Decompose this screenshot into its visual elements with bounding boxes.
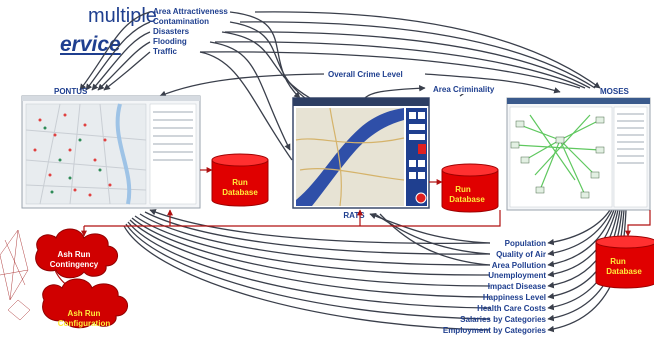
top-input-label: Flooding bbox=[153, 37, 187, 46]
db-label-1: Run bbox=[610, 257, 626, 266]
top-input-label: Disasters bbox=[153, 27, 190, 36]
cloud-ash-run-configuration: Ash Run Configuration bbox=[42, 278, 128, 329]
run-database-moses: Run Database bbox=[595, 235, 654, 289]
db-label-1: Run bbox=[455, 185, 471, 194]
rats-toolbar bbox=[406, 108, 427, 206]
heading-line-1: multiple bbox=[88, 5, 157, 27]
run-database-pontus: Run Database bbox=[211, 153, 269, 207]
bottom-output-label: Impact Disease bbox=[488, 282, 547, 291]
rats-window bbox=[292, 97, 430, 209]
rats-title: RATS bbox=[343, 211, 365, 220]
bottom-output-label: Area Pollution bbox=[492, 261, 546, 270]
run-database-rats: Run Database bbox=[441, 163, 499, 213]
top-input-label: Contamination bbox=[153, 17, 209, 26]
bottom-output-label: Quality of Air bbox=[496, 250, 546, 259]
db-label-2: Database bbox=[606, 267, 642, 276]
db-label-2: Database bbox=[222, 188, 258, 197]
top-input-label: Area Attractiveness bbox=[153, 7, 228, 16]
area-criminality-label: Area Criminality bbox=[433, 85, 495, 94]
bottom-output-label: Employment by Categories bbox=[443, 326, 547, 335]
bottom-output-label: Population bbox=[505, 239, 546, 248]
heading-line-2: ervice bbox=[60, 33, 121, 56]
cloud-configuration-line-1: Ash Run bbox=[68, 309, 101, 318]
db-label-2: Database bbox=[449, 195, 485, 204]
cloud-contingency-line-2: Contingency bbox=[50, 260, 99, 269]
bottom-output-label: Salaries by Categories bbox=[460, 315, 546, 324]
moses-title: MOSES bbox=[600, 87, 630, 96]
pontus-title: PONTUS bbox=[54, 87, 88, 96]
partial-wireframe-decoration bbox=[0, 229, 31, 321]
top-input-label: Traffic bbox=[153, 47, 178, 56]
bottom-output-label: Unemployment bbox=[488, 271, 546, 280]
overall-crime-level-label: Overall Crime Level bbox=[328, 70, 403, 79]
cloud-ash-run-contingency: Ash Run Contingency bbox=[35, 228, 118, 279]
moses-window bbox=[506, 97, 651, 211]
pontus-window bbox=[21, 95, 201, 209]
bottom-output-label: Happiness Level bbox=[483, 293, 546, 302]
cloud-configuration-line-2: Configuration bbox=[58, 319, 111, 328]
bottom-output-label: Health Care Costs bbox=[477, 304, 546, 313]
db-label-1: Run bbox=[232, 178, 248, 187]
cloud-contingency-line-1: Ash Run bbox=[58, 250, 91, 259]
